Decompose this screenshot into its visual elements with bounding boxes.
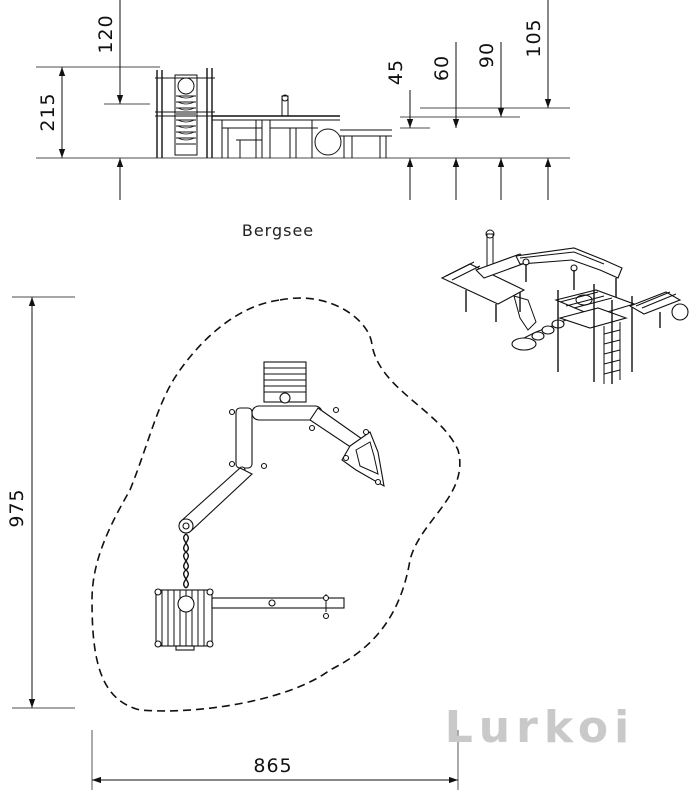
dimension-865-label: 865 <box>253 755 292 777</box>
dimension-45: 45 <box>385 59 414 200</box>
side-elevation: 215 120 45 60 90 <box>36 0 570 200</box>
product-title: Bergsee <box>242 221 314 240</box>
dimension-120-label: 120 <box>95 14 117 53</box>
dimension-45-label: 45 <box>385 59 407 85</box>
dimension-60: 60 <box>431 42 460 200</box>
dimension-215: 215 <box>37 67 66 158</box>
dimension-120: 120 <box>95 0 124 200</box>
dimension-105: 105 <box>420 0 570 200</box>
dimension-215-label: 215 <box>37 92 59 131</box>
dimension-975: 975 <box>6 296 75 709</box>
plan-structure <box>154 361 385 651</box>
plan-view: 975 865 <box>6 296 461 790</box>
dimension-105-label: 105 <box>523 18 545 57</box>
dimension-60-label: 60 <box>431 55 453 81</box>
isometric-view <box>440 229 689 384</box>
dimension-975-label: 975 <box>6 488 28 527</box>
brand-logo: Lurkoi <box>445 702 635 753</box>
dimension-90: 90 <box>476 42 505 200</box>
elevation-structure <box>155 68 392 158</box>
safety-zone-outline <box>91 297 461 712</box>
dimension-865: 865 <box>91 730 459 790</box>
dimension-90-label: 90 <box>476 42 498 68</box>
